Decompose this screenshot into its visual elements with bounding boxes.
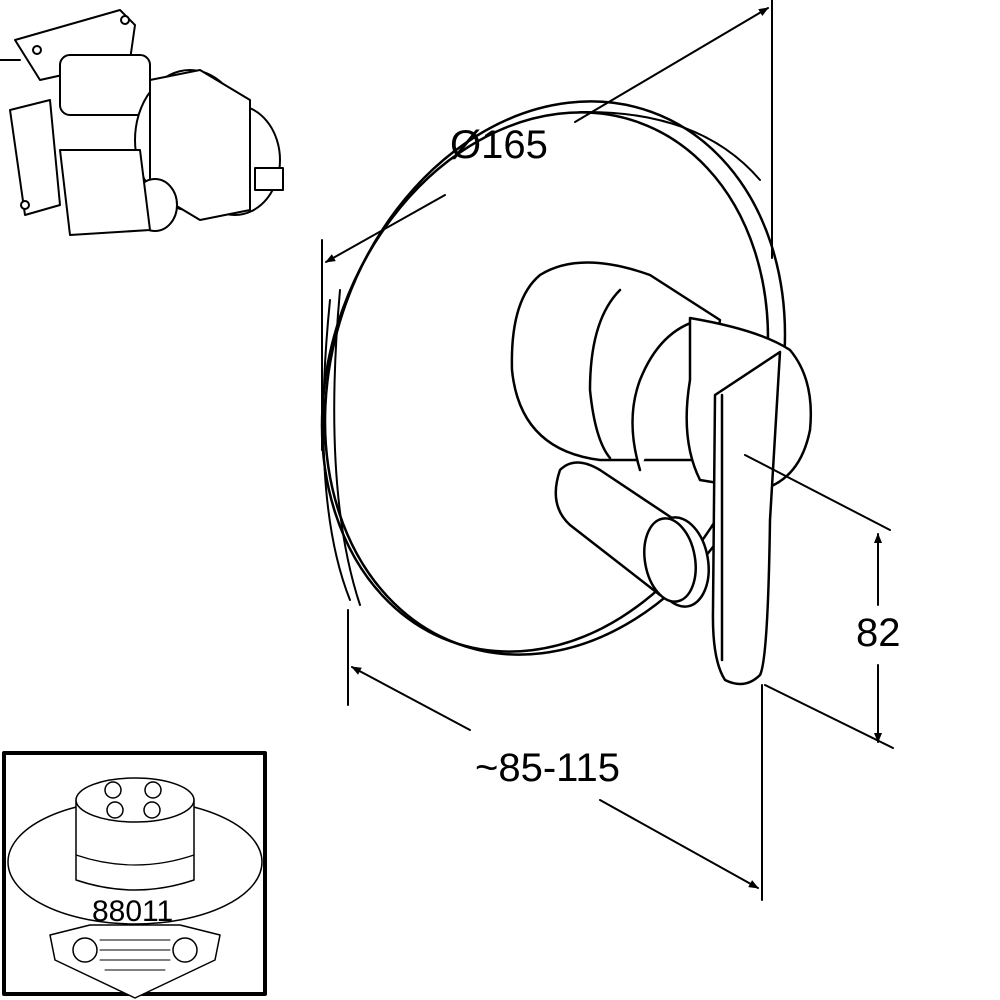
depth-label: ~85-115 <box>475 746 620 790</box>
depth-dimension <box>347 609 763 901</box>
diameter-dimension <box>321 0 773 451</box>
diverter-knob <box>554 461 710 608</box>
diameter-label: Ø165 <box>450 123 548 167</box>
part-number-label: 88011 <box>92 895 174 928</box>
mounting-box-inset <box>2 751 267 999</box>
height-label: 82 <box>856 611 901 655</box>
mixer-handle-body <box>510 261 813 686</box>
rough-in-valve-illustration <box>0 9 284 236</box>
height-dimension <box>744 454 894 749</box>
